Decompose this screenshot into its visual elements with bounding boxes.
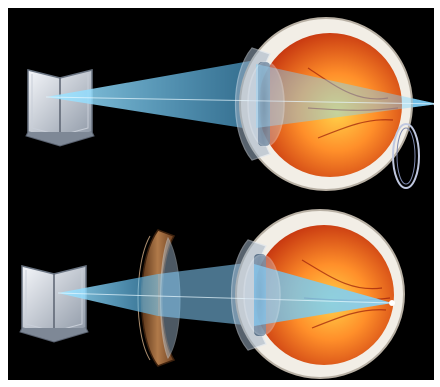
crystalline-lens-icon — [248, 62, 284, 146]
open-book-icon — [20, 266, 88, 342]
focus-point-on-retina — [389, 300, 395, 306]
panel-top — [26, 18, 434, 190]
open-book-icon — [26, 70, 94, 146]
focus-point-behind-retina — [434, 102, 435, 107]
hyperopia-correction-illustration — [8, 8, 434, 380]
panel-bottom — [20, 210, 404, 378]
illustration-svg — [8, 8, 434, 380]
crystalline-lens-icon — [244, 255, 280, 335]
